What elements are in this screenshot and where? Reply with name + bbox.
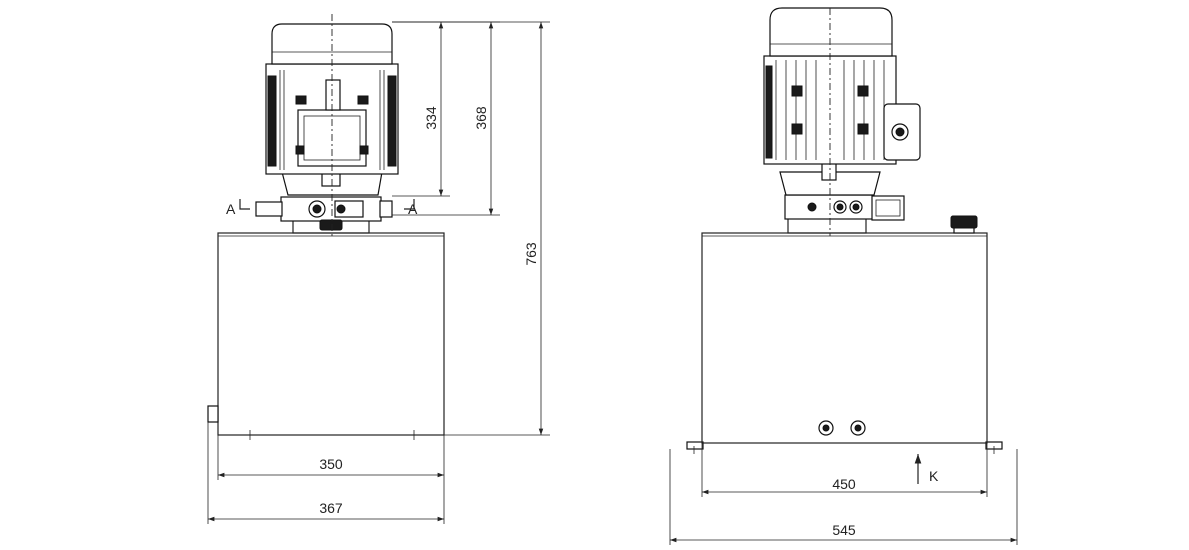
left-motor-fins — [267, 70, 397, 170]
dim-total-height: 763 — [392, 21, 550, 436]
drain-plug — [207, 405, 219, 423]
dim-right-tank-width: 450 — [701, 443, 988, 497]
left-view: A A 334 368 763 350 — [207, 14, 550, 524]
dim-right-tank-width-label: 450 — [832, 476, 856, 492]
dim-pump-height: 368 — [392, 21, 500, 216]
dim-left-overall-width-label: 367 — [319, 500, 343, 516]
right-tank-ports — [818, 420, 866, 436]
right-tank — [701, 232, 988, 444]
left-tank — [217, 232, 445, 436]
right-fan-cover — [769, 7, 893, 57]
dim-left-tank-width: 350 — [217, 435, 445, 480]
dim-right-overall-width-label: 545 — [832, 522, 856, 538]
dim-total-height-label: 763 — [523, 242, 539, 266]
filler-cap — [950, 215, 978, 229]
section-label-left: A — [226, 201, 236, 217]
dim-motor-height: 334 — [392, 21, 450, 197]
dim-left-tank-width-label: 350 — [319, 456, 343, 472]
dim-left-overall-width: 367 — [207, 422, 445, 524]
left-valve-block — [280, 196, 382, 222]
dim-pump-height-label: 368 — [473, 106, 489, 130]
dim-motor-height-label: 334 — [423, 106, 439, 130]
section-label-right: A — [408, 201, 418, 217]
view-arrow-k: K — [914, 454, 939, 484]
section-marker: A A — [226, 199, 418, 217]
right-view: K 450 545 — [669, 7, 1018, 545]
dim-right-overall-width: 545 — [669, 449, 1018, 545]
view-arrow-label: K — [929, 468, 939, 484]
right-foot-left — [686, 441, 704, 450]
right-motor-fins — [765, 60, 885, 160]
left-knob — [319, 219, 343, 231]
